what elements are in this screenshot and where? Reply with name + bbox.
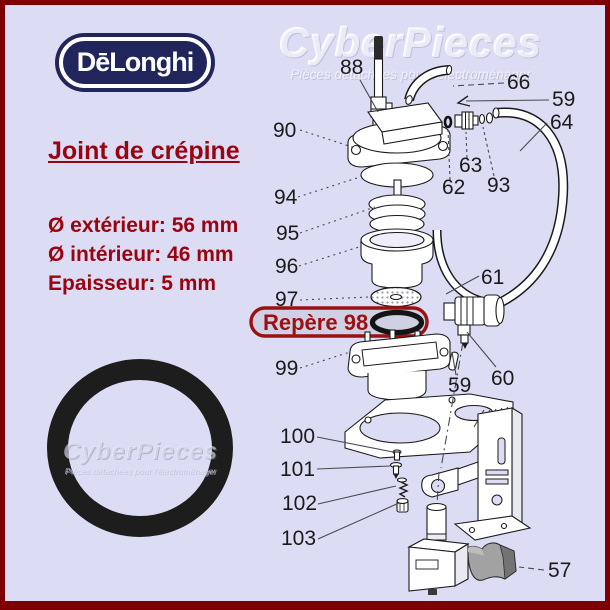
watermark-top: CyberPieces Pièces détachées pour l'élec… xyxy=(278,19,543,83)
label-57: 57 xyxy=(548,559,571,582)
label-97: 97 xyxy=(275,288,298,311)
part-99-boiler-bottom xyxy=(347,329,451,401)
delonghi-logo-text: DēLonghi xyxy=(76,47,194,77)
delonghi-logo: DēLonghi xyxy=(55,33,215,92)
solenoid-valve xyxy=(407,502,470,595)
assembly-axis xyxy=(436,341,464,506)
frame-border-right xyxy=(605,0,610,610)
label-94: 94 xyxy=(274,186,298,209)
label-96: 96 xyxy=(275,255,298,278)
label-95: 95 xyxy=(276,222,299,245)
delonghi-logo-ring: DēLonghi xyxy=(59,37,211,88)
label-63: 63 xyxy=(459,154,482,177)
part-96-filter-cup xyxy=(360,228,434,289)
label-64: 64 xyxy=(550,111,574,134)
part-62-oring-small xyxy=(443,115,453,129)
part-102-spring-screw xyxy=(396,477,409,498)
part-93-rings xyxy=(478,112,494,125)
label-90: 90 xyxy=(273,119,296,142)
support-bracket xyxy=(421,407,532,541)
highlight-badge-repere-98: Repère 98 xyxy=(249,306,429,338)
watermark-brand: CyberPieces xyxy=(278,19,543,66)
part-95-spring xyxy=(368,179,426,234)
tube-64 xyxy=(457,107,569,320)
product-title: Joint de crépine xyxy=(48,137,240,165)
spec-thickness: Epaisseur: 5 mm xyxy=(48,272,217,295)
watermark-brand: CyberPieces xyxy=(62,438,219,465)
label-93: 93 xyxy=(487,174,510,197)
label-60: 60 xyxy=(491,367,514,390)
part-103-nut xyxy=(396,498,409,513)
frame-border-top xyxy=(0,0,610,5)
part-97-mesh-filter xyxy=(370,286,422,308)
leader-lines xyxy=(297,79,550,571)
part-labels: 88 90 94 95 96 97 99 100 101 102 103 66 … xyxy=(273,56,575,582)
label-61: 61 xyxy=(481,266,504,289)
label-88: 88 xyxy=(340,56,363,79)
spec-inner-diameter: Ø intérieur: 46 mm xyxy=(48,243,234,266)
frame-border-bottom xyxy=(0,601,610,610)
mounting-plate xyxy=(344,393,514,459)
part-98-oring xyxy=(369,309,425,336)
label-59b: 59 xyxy=(448,374,471,397)
part-57-grey-block xyxy=(467,542,517,581)
part-60-flow-valve xyxy=(443,294,505,349)
label-62: 62 xyxy=(442,176,465,199)
part-59-arrow xyxy=(456,95,471,107)
product-specs: Ø extérieur: 56 mm Ø intérieur: 46 mm Ep… xyxy=(48,211,238,298)
part-100-screw xyxy=(392,449,402,461)
frame-border-left xyxy=(0,0,5,610)
label-103: 103 xyxy=(281,527,316,550)
highlight-badge-label: Repère 98 xyxy=(263,310,368,335)
tube-66 xyxy=(404,64,453,105)
part-63-fitting xyxy=(454,111,479,130)
watermark-tagline: Pièces détachées pour l'électroménager xyxy=(290,67,531,82)
label-100: 100 xyxy=(280,425,315,448)
watermark-tagline: Pièces détachées pour l'électroménager xyxy=(64,466,217,476)
part-90-boiler-top xyxy=(347,96,451,168)
spec-outer-diameter: Ø extérieur: 56 mm xyxy=(48,214,239,237)
part-101-screw xyxy=(389,462,403,479)
watermark-photo: CyberPieces Pièces détachées pour l'élec… xyxy=(58,438,223,477)
label-102: 102 xyxy=(282,492,317,515)
label-59a: 59 xyxy=(552,88,575,111)
label-66: 66 xyxy=(507,71,530,94)
label-101: 101 xyxy=(280,458,315,481)
label-99: 99 xyxy=(275,357,298,380)
